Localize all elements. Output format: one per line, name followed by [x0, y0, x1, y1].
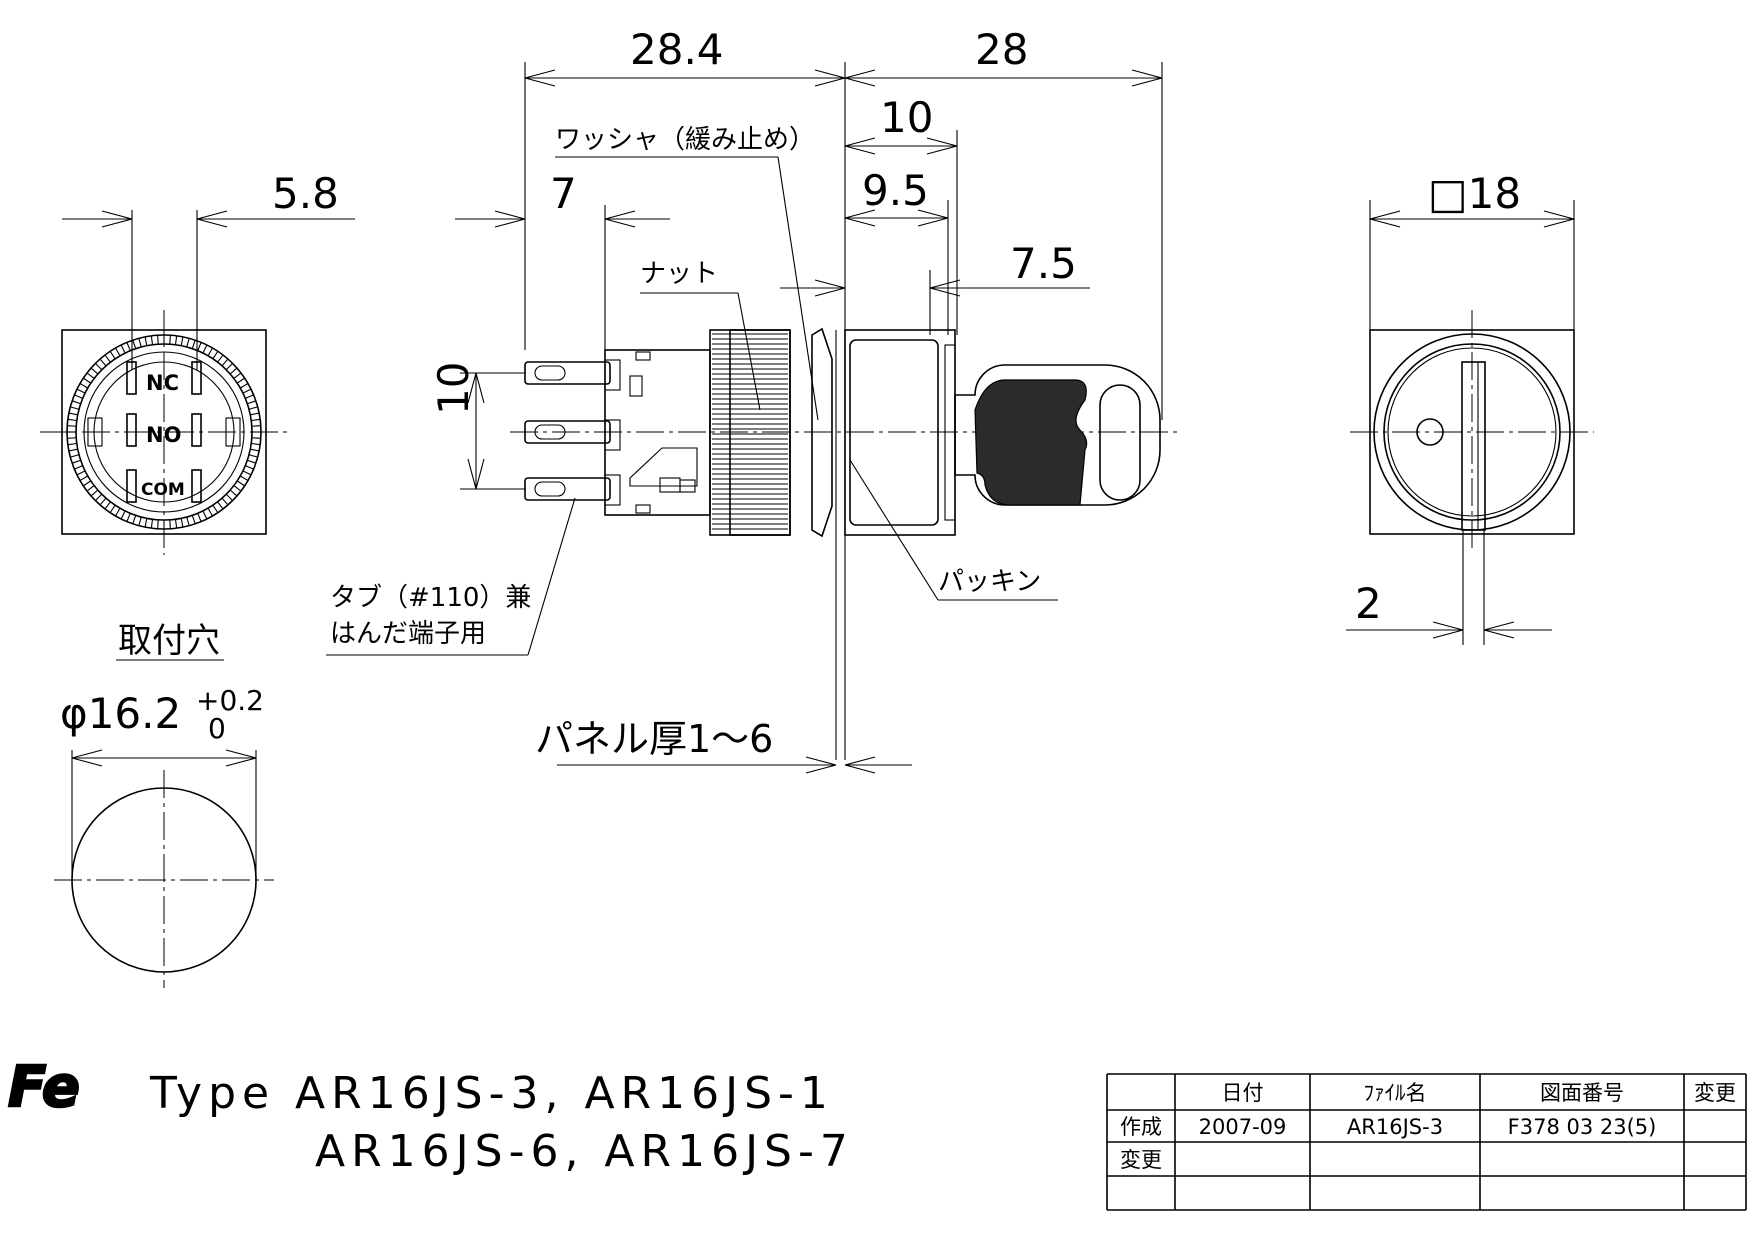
- dim-hole-diameter: φ16.2: [60, 689, 181, 738]
- dim-hole-tol-upper: +0.2: [196, 684, 264, 717]
- terminal-nc-label: NC: [146, 371, 179, 395]
- table-header-cell: 変更: [1694, 1081, 1736, 1105]
- table-header-cell: ﾌｧｲﾙ名: [1364, 1081, 1427, 1105]
- table-cell: 変更: [1120, 1148, 1162, 1172]
- dim-hole-tol-lower: 0: [208, 712, 226, 745]
- dim-10-side: 10: [429, 362, 478, 415]
- table-cell: AR16JS-3: [1347, 1115, 1443, 1139]
- tab-label-line1: タブ（#110）兼: [330, 583, 531, 613]
- table-header-cell: 図面番号: [1540, 1081, 1624, 1105]
- dim-10-top: 10: [880, 93, 933, 142]
- dim-7-5: 7.5: [1010, 239, 1077, 288]
- front-view: □18 2: [1346, 169, 1594, 645]
- key: [954, 364, 1161, 506]
- dim-9-5: 9.5: [862, 166, 929, 215]
- type-line-2: AR16JS-6, AR16JS-7: [315, 1126, 854, 1177]
- nut-label: ナット: [640, 259, 718, 289]
- dim-square-18: □18: [1428, 169, 1521, 218]
- side-view: 28.4 28 10 9.5 7.5 7 10: [326, 25, 1182, 774]
- company-logo: Fe: [8, 1055, 80, 1120]
- dim-7: 7: [550, 169, 577, 218]
- dim-5-8: 5.8: [272, 169, 339, 218]
- washer: [811, 327, 833, 538]
- table-header-cell: 日付: [1222, 1081, 1264, 1105]
- table-cell: 作成: [1120, 1115, 1162, 1139]
- dim-28-4: 28.4: [630, 25, 724, 74]
- side-dimensions: 28.4 28 10 9.5 7.5 7 10: [429, 25, 1163, 774]
- dim-28: 28: [975, 25, 1028, 74]
- nut: [709, 329, 791, 536]
- leader-labels: ワッシャ（緩み止め） ナット パッキン タブ（#110）兼 はんだ端子用: [326, 125, 1058, 656]
- washer-label: ワッシャ（緩み止め）: [555, 125, 815, 155]
- rear-view: NC NO COM 5.8: [40, 169, 355, 555]
- table-cell: F378 03 23(5): [1508, 1115, 1657, 1139]
- type-line-1: Type AR16JS-3, AR16JS-1: [149, 1068, 834, 1119]
- mounting-hole-label: 取付穴: [118, 621, 220, 661]
- title-area: Fe Type AR16JS-3, AR16JS-1 AR16JS-6, AR1…: [7, 1054, 854, 1177]
- table-cell: 2007-09: [1199, 1115, 1287, 1139]
- packing-label: パッキン: [938, 567, 1041, 597]
- terminal-com-label: COM: [141, 480, 185, 500]
- mounting-hole-view: 取付穴 φ16.2 +0.2 0: [54, 621, 274, 988]
- panel-thickness-label: パネル厚1～6: [535, 717, 773, 761]
- tab-label-line2: はんだ端子用: [330, 619, 486, 649]
- dim-2: 2: [1355, 579, 1382, 628]
